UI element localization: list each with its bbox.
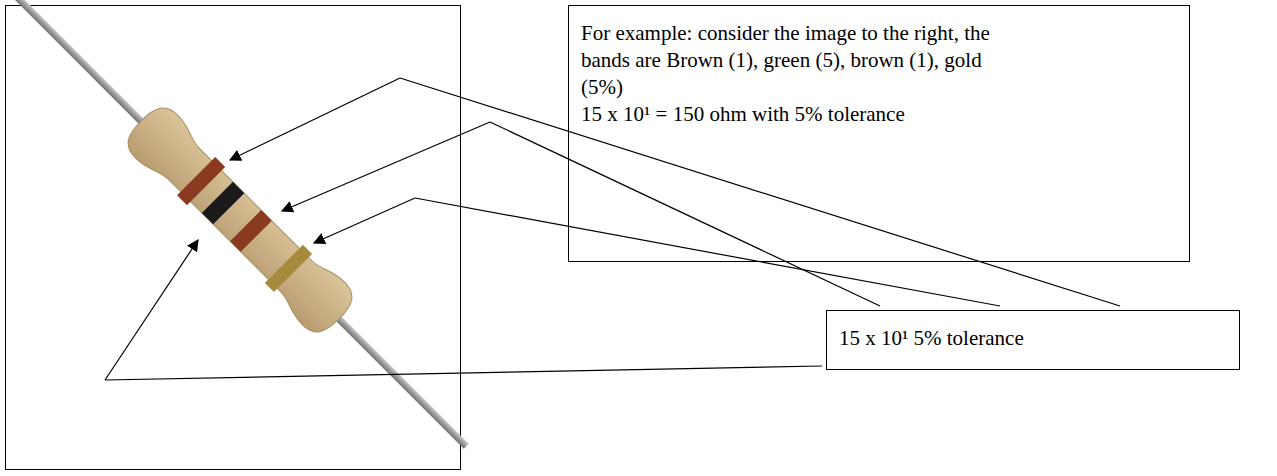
leader-line xyxy=(400,78,1120,306)
value-text: 15 x 10¹ = 150 ohm with 5% tolerance xyxy=(581,101,905,128)
leader-line xyxy=(415,198,1000,306)
leader-lines xyxy=(105,78,1120,380)
leader-arrow xyxy=(314,198,415,243)
leader-line xyxy=(105,366,822,380)
text-box: 15 x 10¹ 5% tolerance xyxy=(826,310,1240,370)
band-black xyxy=(202,182,244,224)
note-text: 15 x 10¹ 5% tolerance xyxy=(839,325,1024,352)
band-brown xyxy=(230,210,272,252)
leader-line xyxy=(490,122,880,306)
note-text: For example: consider the image to the r… xyxy=(581,20,1021,101)
picture-frame xyxy=(6,6,461,470)
band-gold xyxy=(265,245,312,292)
leader-arrow xyxy=(282,122,490,211)
text-box: For example: consider the image to the r… xyxy=(568,5,1190,262)
leader-arrow xyxy=(105,240,198,380)
resistor-lead xyxy=(11,0,468,449)
resistor-photo xyxy=(0,0,487,467)
leader-arrow xyxy=(230,78,400,160)
